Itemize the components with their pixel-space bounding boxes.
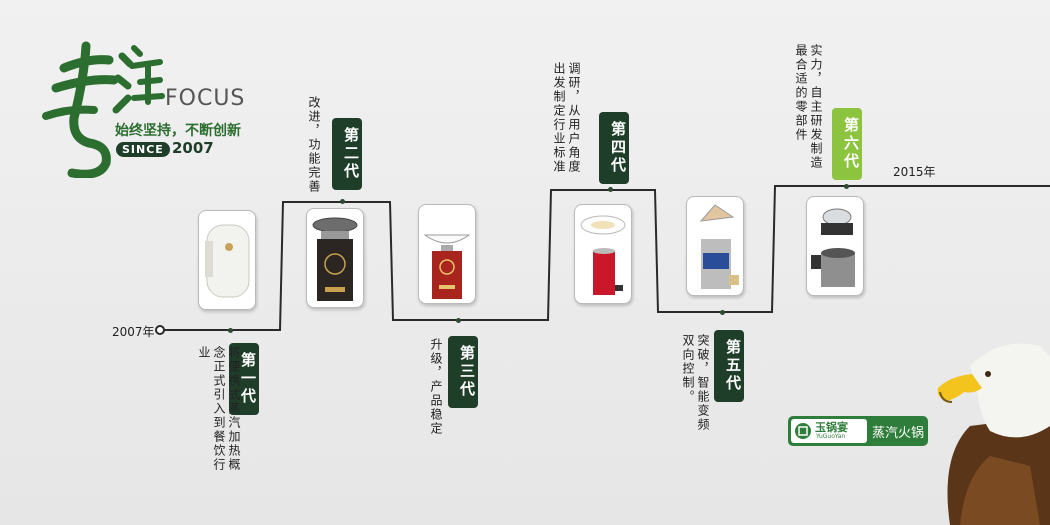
timeline-dot [608, 187, 613, 192]
slogan: 始终坚持，不断创新 [115, 123, 241, 139]
generation-6-desc: 实力，自主研发制造最合适的零部件 [794, 44, 823, 170]
product-card-gen4 [574, 204, 632, 304]
product-card-gen2 [306, 208, 364, 308]
product-name: 蒸汽火锅 [872, 426, 925, 441]
brand-badge: 玉锅宴 YuGuoYan 蒸汽火锅 [788, 416, 928, 446]
generation-3-desc: 升级，产品稳定 [429, 338, 443, 436]
generation-2-desc: 改进，功能完善 [307, 96, 321, 194]
steam-pot-icon [312, 217, 358, 301]
timeline-dot [720, 310, 725, 315]
eagle-icon [937, 343, 1050, 525]
brand-seal-icon [795, 423, 811, 439]
timeline-dot [456, 318, 461, 323]
water-heater-icon [205, 224, 250, 298]
product-card-gen1 [198, 210, 256, 310]
timeline-dot [228, 328, 233, 333]
product-card-gen6 [806, 196, 864, 296]
generation-6-label: 第六代 [832, 108, 862, 180]
brand-pinyin: YuGuoYan [816, 433, 846, 440]
calligraphy-logo-icon [42, 41, 165, 178]
brand-logo-box: 玉锅宴 YuGuoYan [791, 419, 867, 443]
start-year: 2007年 [112, 325, 155, 339]
steam-pot-icon [811, 208, 855, 287]
generation-4-desc: 调研，从用户角度出发制定行业标准 [552, 62, 581, 174]
generation-4-label: 第四代 [599, 112, 629, 184]
generation-1-desc: 将便携式蒸汽加热概念正式引入到餐饮行业 [197, 346, 241, 472]
timeline-dot [844, 184, 849, 189]
brand-logo-text: 玉锅宴 [815, 421, 848, 434]
product-card-gen3 [418, 204, 476, 304]
steam-pot-icon [580, 215, 626, 295]
generation-5-label: 第五代 [714, 330, 744, 402]
steam-pot-icon [699, 204, 739, 289]
generation-2-label: 第二代 [332, 118, 362, 190]
since-badge: SINCE [116, 142, 170, 157]
timeline-dot [340, 199, 345, 204]
focus-text: FOCUS [165, 86, 246, 111]
generation-5-desc: 突破，智能变频双向控制。 [681, 334, 710, 432]
product-card-gen5 [686, 196, 744, 296]
end-year: 2015年 [893, 165, 936, 179]
generation-3-label: 第三代 [448, 336, 478, 408]
steam-pot-icon [423, 234, 471, 299]
generation-1-label: 第一代 [229, 343, 259, 415]
since-year: 2007 [172, 139, 214, 157]
